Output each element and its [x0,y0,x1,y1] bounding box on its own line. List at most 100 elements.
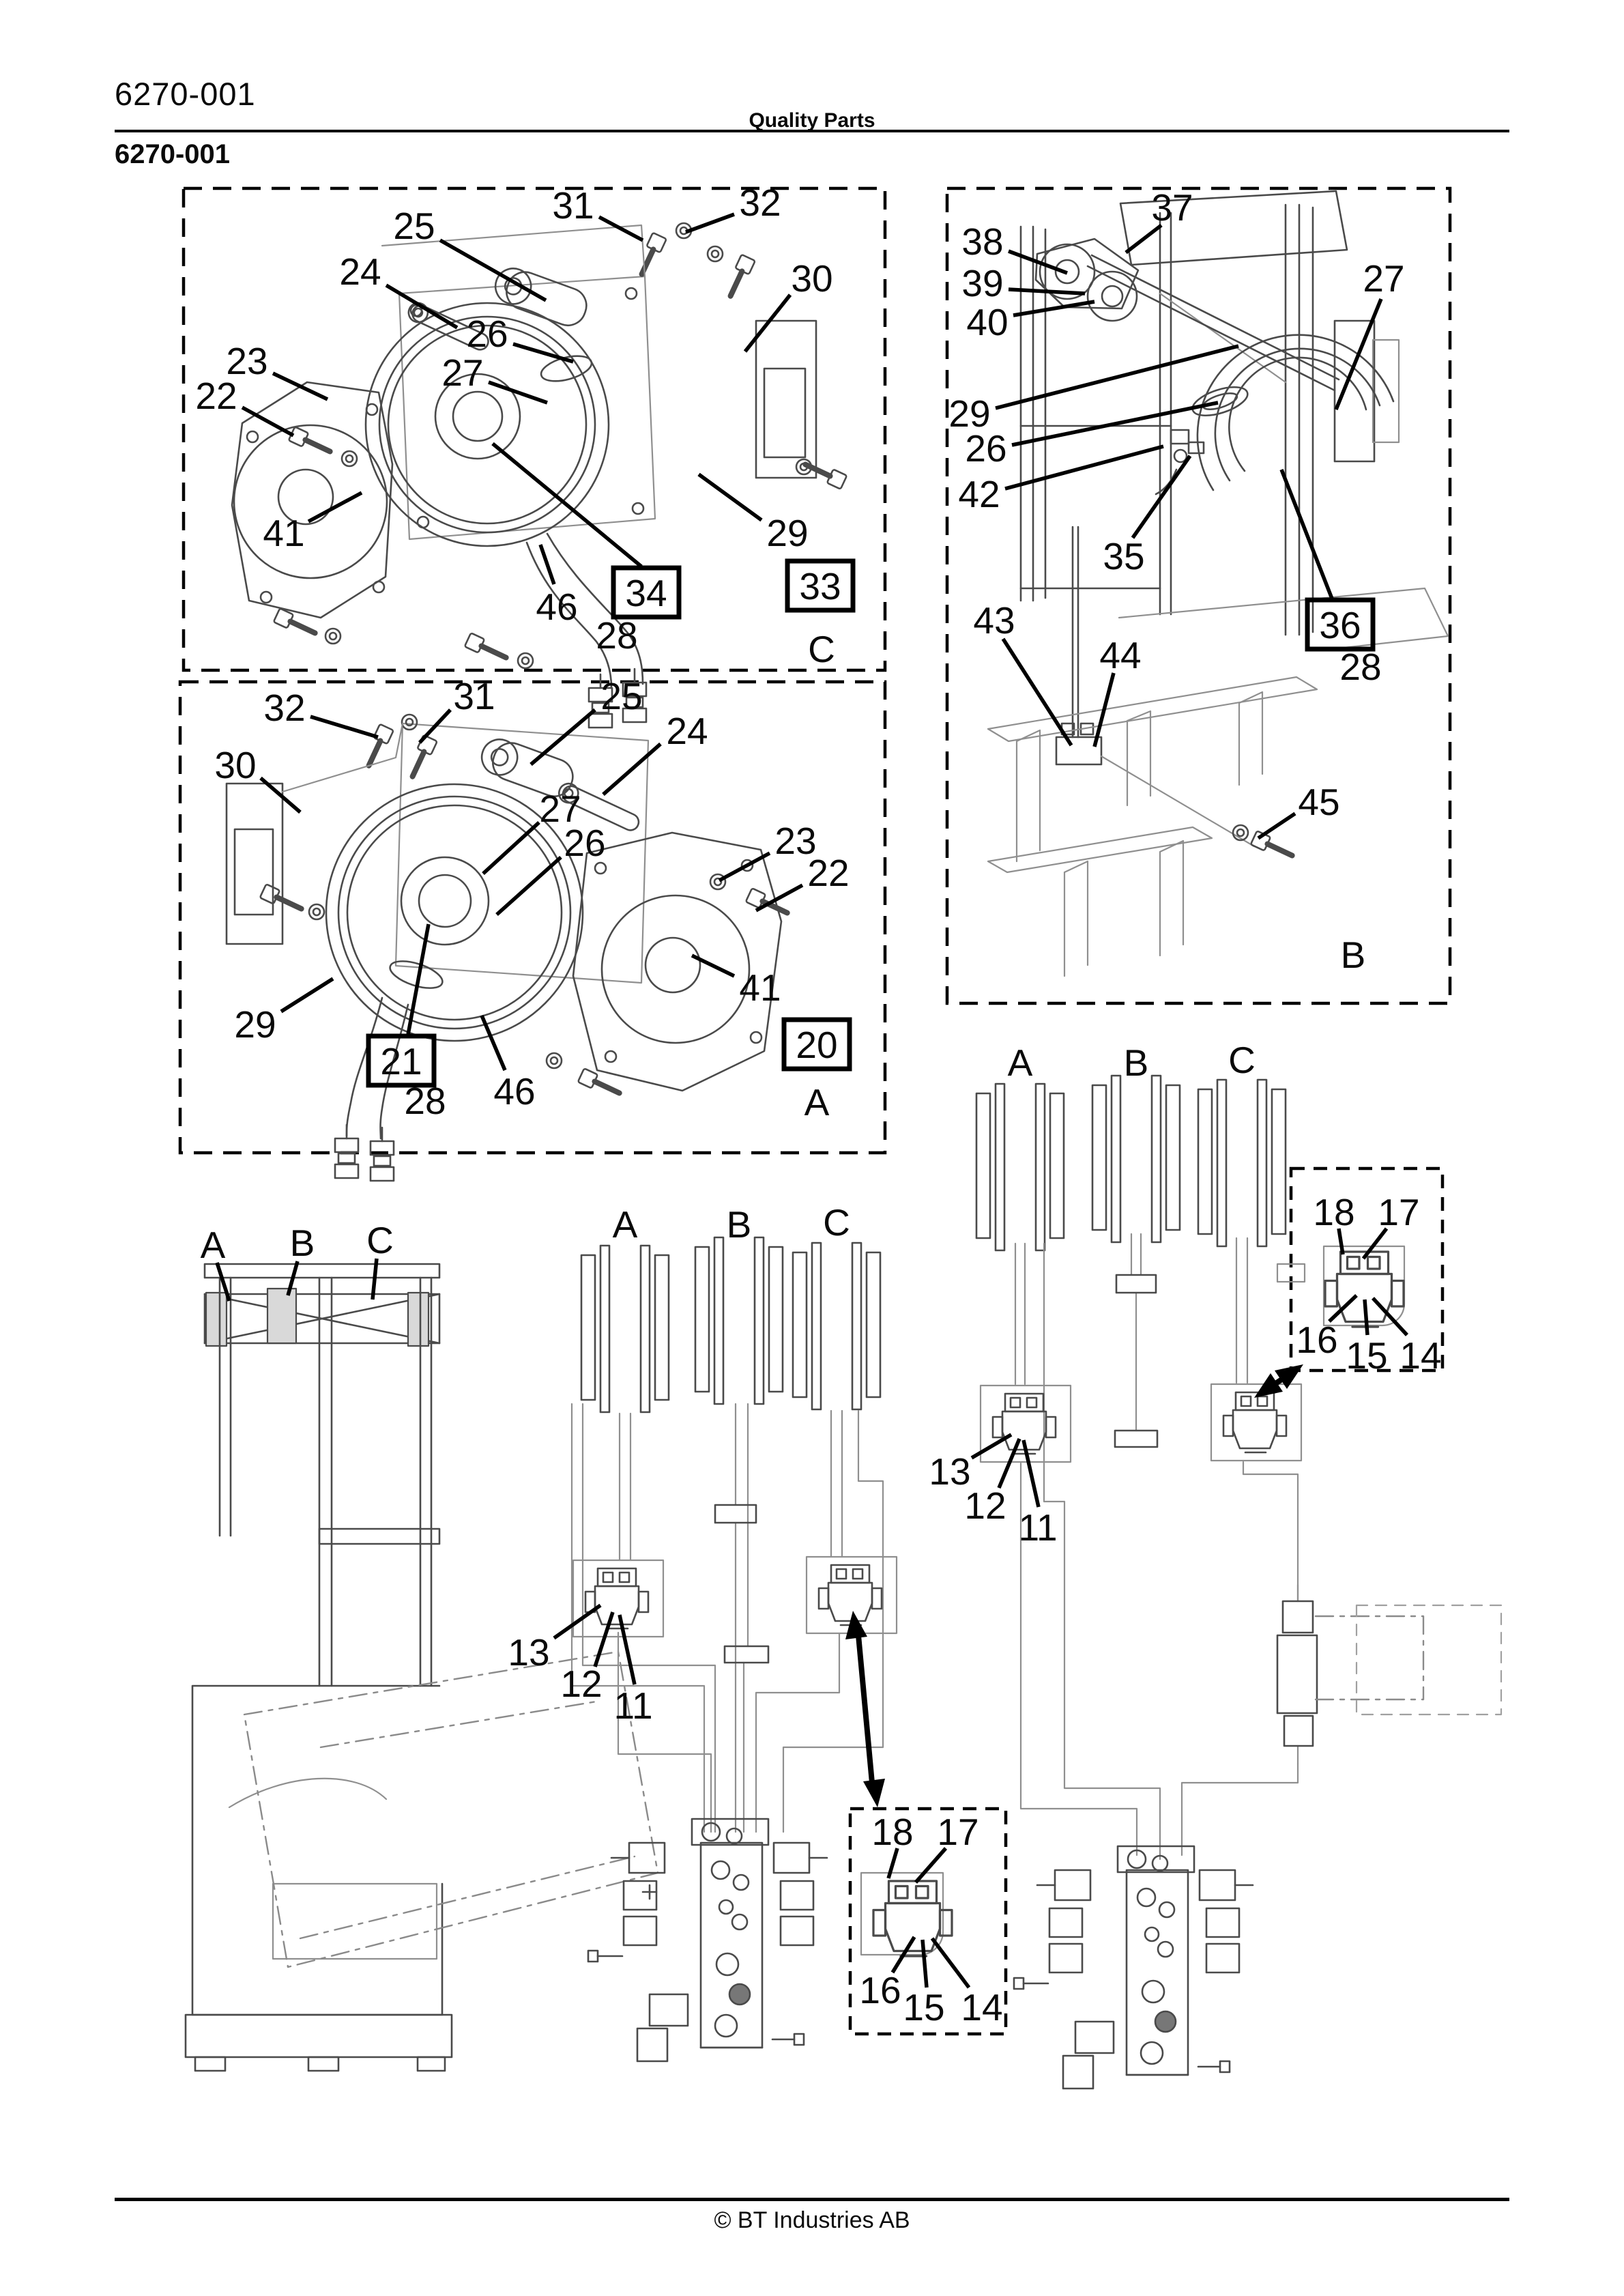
leader-line-detail-mid-17 [914,1847,948,1884]
connector-detail-mid [860,1871,953,1957]
detail-arrow-right [1254,1364,1303,1398]
mast-section-a-marker [205,1291,228,1347]
callout-schematic-mid-B: B [727,1203,752,1246]
leader-line-panel-a-32 [310,715,379,739]
leader-line-detail-right-15 [1363,1299,1369,1336]
callout-detail-mid-14: 14 [961,1986,1002,2028]
leader-line-panel-c-22 [241,405,295,437]
callout-panel-b-45: 45 [1298,781,1339,823]
callout-panel-a-20: 20 [796,1024,837,1066]
callout-panel-c-31: 31 [552,184,594,227]
callout-truck-A: A [201,1224,226,1266]
lift-cylinder-drawing [1276,1600,1318,1747]
ref-frame-33 [785,558,856,613]
callout-detail-right-14: 14 [1400,1334,1441,1377]
leader-line-panel-c-23 [272,371,329,401]
leader-line-schematic-right-11 [1021,1439,1041,1508]
callout-panel-c-46: 46 [536,586,577,628]
callout-schematic-mid-12: 12 [560,1663,602,1705]
callout-truck-B: B [290,1222,315,1264]
leader-line-panel-a-26 [495,855,562,917]
detail-box-mid [848,1807,1008,2036]
leader-line-panel-a-22 [755,883,804,913]
leader-line-panel-c-32 [685,212,735,234]
leader-line-panel-c-26 [512,342,574,364]
leader-line-panel-a-41 [691,953,736,978]
callout-schematic-mid-11: 11 [613,1684,652,1727]
callout-detail-mid-16: 16 [859,1969,901,2011]
leader-line-panel-c-30 [743,293,792,353]
leader-line-panel-c-31 [598,215,644,242]
callout-panel-a-32: 32 [263,687,305,729]
detail-arrow-mid [845,1611,885,1807]
callout-detail-mid-15: 15 [903,1986,944,2028]
leader-lines-layer [215,212,1409,1989]
callout-panel-b-29: 29 [948,392,990,435]
callout-schematic-mid-A: A [613,1203,638,1246]
callout-schematic-right-B: B [1124,1042,1149,1084]
leader-line-schematic-mid-13 [553,1603,602,1640]
callout-panel-c-29: 29 [766,512,808,554]
leader-line-panel-a-31 [418,708,452,744]
callout-panel-c-23: 23 [226,340,267,382]
callout-panel-a-24: 24 [666,710,708,752]
leader-line-panel-c-25 [439,238,547,302]
leader-line-panel-b-37 [1125,223,1163,255]
callout-schematic-mid-C: C [823,1201,850,1244]
callout-panel-b-37: 37 [1151,186,1193,229]
callout-panel-b-39: 39 [961,262,1003,304]
leader-line-panel-a-21 [406,923,431,1035]
leader-line-panel-b-43 [1001,637,1073,747]
callout-panel-b-B: B [1341,934,1366,976]
callout-panel-c-41: 41 [263,512,304,554]
callout-schematic-right-A: A [1008,1042,1033,1084]
callout-panel-b-35: 35 [1103,535,1144,577]
callout-truck-C: C [366,1219,394,1261]
callout-panel-c-25: 25 [393,205,435,247]
leader-line-truck-C [371,1258,379,1300]
leader-line-schematic-mid-11 [618,1614,637,1685]
callout-detail-right-17: 17 [1378,1191,1419,1233]
callout-schematic-right-13: 13 [929,1450,970,1493]
leader-line-detail-right-14 [1371,1297,1409,1336]
callout-panel-b-40: 40 [966,301,1008,343]
ref-frame-34 [611,565,682,620]
callout-panel-c-27: 27 [441,351,483,394]
leader-line-truck-B [286,1261,300,1296]
callout-panel-b-27: 27 [1363,257,1404,300]
leader-line-panel-b-40 [1013,300,1095,317]
hose-schematic-right [975,1074,1503,2090]
leader-line-detail-right-17 [1361,1227,1389,1260]
leader-line-panel-b-45 [1257,812,1296,840]
leader-line-panel-b-36 [1279,468,1334,600]
callout-panel-a-26: 26 [564,822,605,864]
callout-panel-b-26: 26 [965,427,1006,470]
callout-panel-a-41: 41 [739,966,781,1009]
leader-line-detail-right-16 [1328,1294,1358,1323]
leader-line-schematic-right-13 [970,1433,1013,1460]
leader-line-detail-mid-14 [930,1937,971,1989]
leader-line-panel-c-24 [385,283,459,330]
callout-schematic-right-C: C [1228,1039,1256,1081]
detail-box-right [1289,1166,1445,1373]
leader-line-panel-a-29 [280,977,334,1014]
callout-panel-b-42: 42 [958,473,1000,515]
callout-panel-a-21: 21 [380,1040,422,1082]
callout-panel-c-26: 26 [466,313,508,355]
panel-b-border [945,186,1452,1005]
callout-detail-mid-18: 18 [871,1811,913,1853]
leader-line-panel-a-27 [482,820,540,876]
leader-line-panel-b-39 [1008,287,1086,296]
callout-detail-mid-17: 17 [937,1811,978,1853]
leader-line-panel-b-42 [1004,444,1164,491]
leader-line-panel-a-25 [530,708,596,766]
callout-panel-b-38: 38 [961,220,1003,263]
panel-a-border [178,680,887,1155]
leader-line-panel-c-46 [538,544,556,585]
callout-panel-a-46: 46 [493,1070,535,1113]
callout-detail-right-18: 18 [1313,1191,1354,1233]
callout-panel-a-29: 29 [234,1003,276,1046]
ref-frame-20 [781,1017,852,1072]
